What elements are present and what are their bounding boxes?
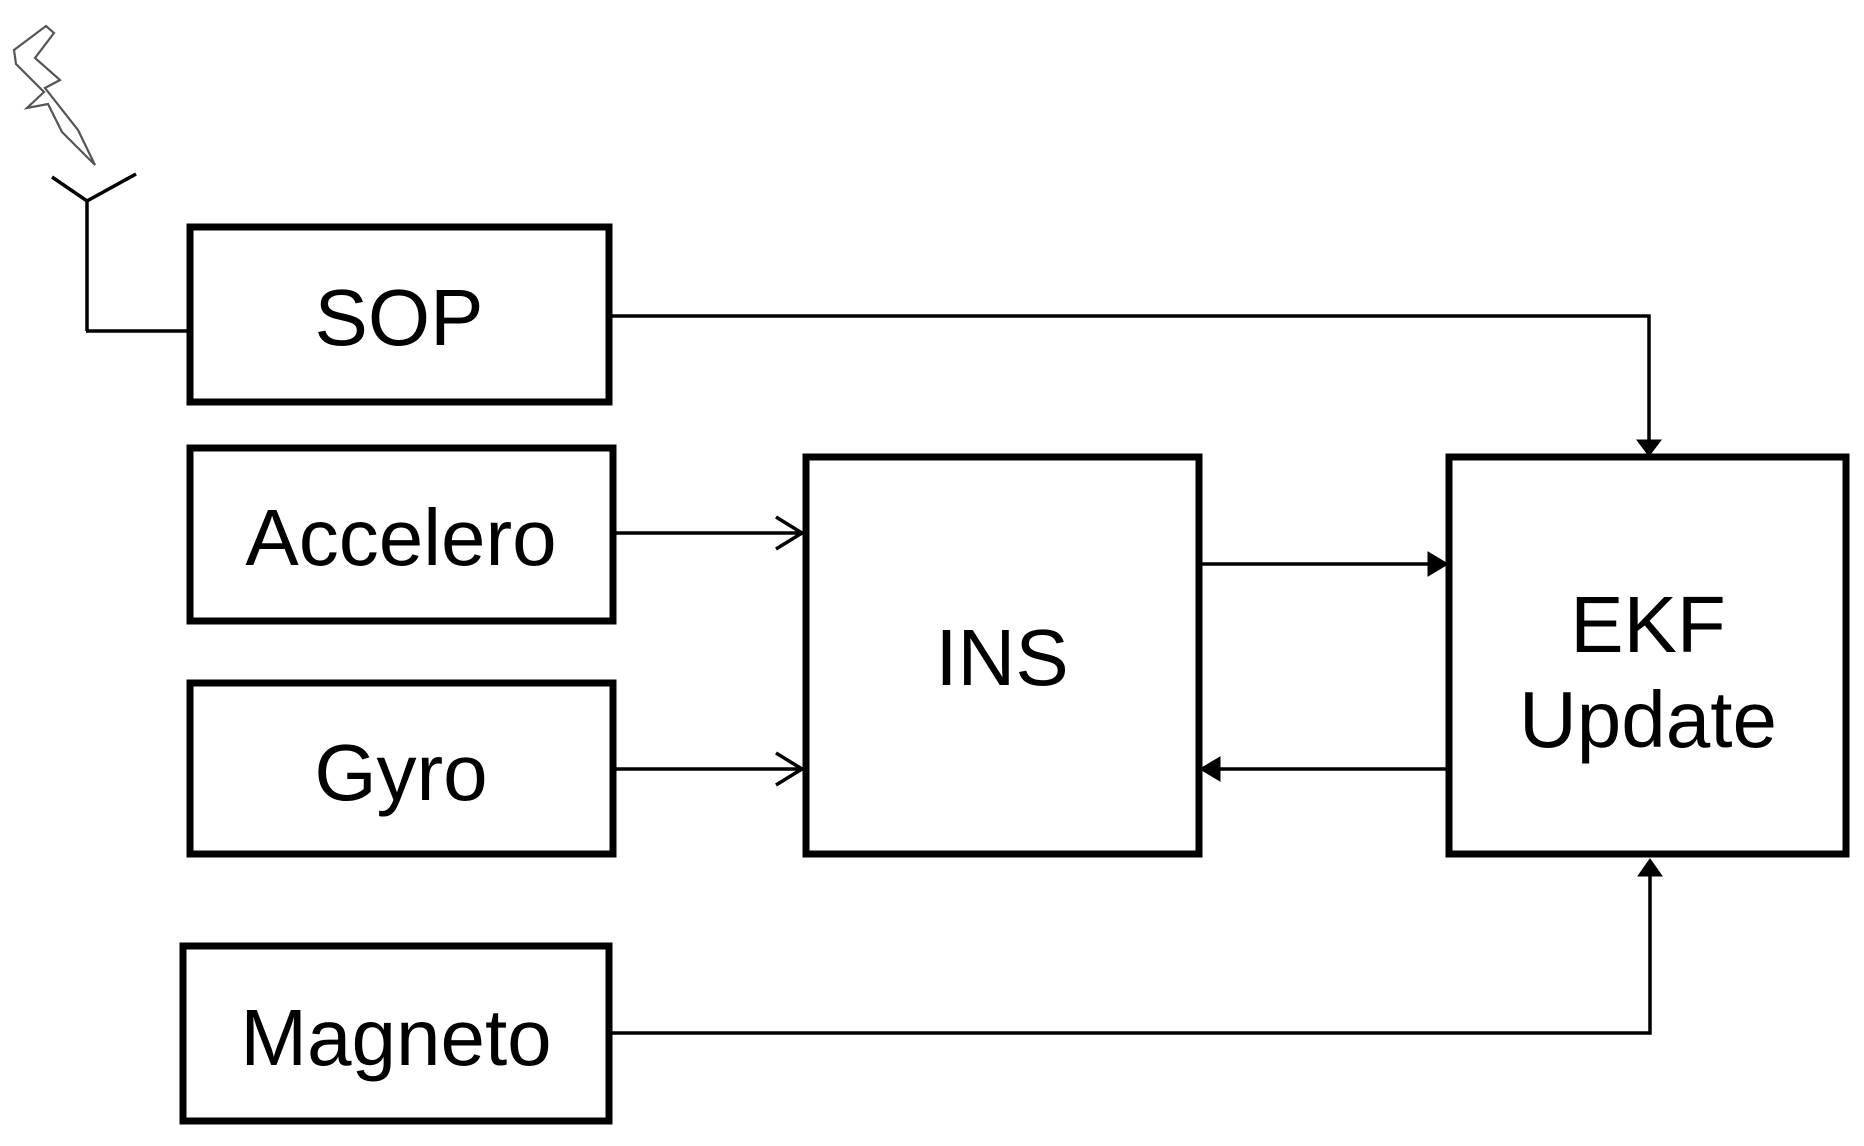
ekf-label: EKF	[1570, 580, 1726, 669]
sop-label: SOP	[315, 273, 484, 362]
sop-to-ekf-arrow	[609, 314, 1662, 457]
ekf-update-block: EKF Update	[1445, 453, 1850, 858]
gyro-label: Gyro	[314, 728, 487, 817]
accelero-block: Accelero	[186, 444, 617, 625]
ekf-update-label: Update	[1519, 675, 1777, 764]
magneto-label: Magneto	[240, 993, 551, 1082]
ins-to-ekf-arrow	[1199, 551, 1449, 577]
magneto-to-ekf-arrow	[609, 858, 1663, 1035]
gyro-to-ins-arrow	[613, 751, 806, 787]
accelero-to-ins-arrow	[613, 515, 806, 551]
ins-label: INS	[935, 613, 1068, 702]
ekf-to-ins-arrow	[1199, 756, 1449, 782]
gyro-block: Gyro	[186, 679, 617, 858]
lightning-bolt-icon	[12, 24, 96, 166]
sop-block: SOP	[186, 223, 613, 406]
magneto-block: Magneto	[179, 942, 613, 1125]
antenna-icon	[51, 172, 137, 331]
accelero-label: Accelero	[245, 493, 556, 582]
ins-block: INS	[802, 453, 1203, 858]
